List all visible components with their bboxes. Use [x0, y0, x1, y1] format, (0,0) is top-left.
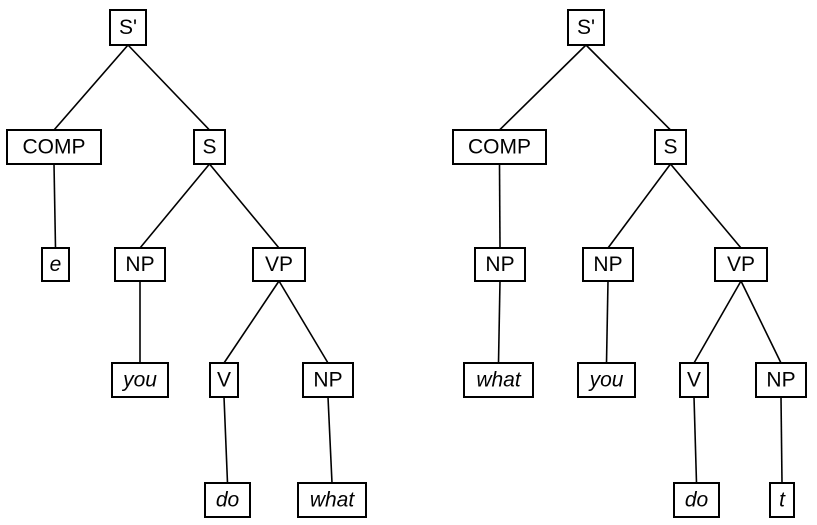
node-box: [41, 247, 70, 282]
tree-edge: [693, 396, 698, 484]
tree-edge: [693, 280, 742, 364]
tree-node[interactable]: COMP: [6, 129, 102, 165]
tree-edge: [127, 44, 211, 131]
tree-node[interactable]: S': [109, 9, 147, 46]
node-box: [567, 9, 605, 46]
node-label: e: [50, 253, 62, 276]
tree-edge: [669, 163, 742, 249]
node-label: NP: [766, 369, 795, 392]
node-box: [297, 482, 367, 518]
node-box: [6, 129, 102, 165]
node-label: you: [588, 369, 624, 392]
node-label: S': [577, 16, 595, 39]
tree-node[interactable]: V: [679, 362, 709, 398]
node-box: [577, 362, 636, 398]
node-label: COMP: [23, 136, 86, 159]
tree-node[interactable]: what: [297, 482, 367, 518]
node-box: [204, 482, 251, 518]
node-box: [679, 362, 709, 398]
node-label: t: [779, 489, 786, 512]
tree-node[interactable]: V: [209, 362, 239, 398]
tree-node[interactable]: S': [567, 9, 605, 46]
tree-node[interactable]: t: [769, 482, 795, 518]
edges-group: [53, 44, 783, 484]
node-box: [654, 129, 687, 165]
tree-node[interactable]: NP: [474, 247, 526, 282]
tree-edge: [53, 163, 57, 249]
node-label: V: [687, 369, 701, 392]
node-box: [109, 9, 147, 46]
node-label: VP: [265, 253, 293, 276]
node-label: NP: [485, 253, 514, 276]
tree-edge: [327, 396, 333, 484]
node-label: NP: [313, 369, 342, 392]
node-box: [769, 482, 795, 518]
tree-node[interactable]: COMP: [452, 129, 547, 165]
node-label: S: [202, 136, 216, 159]
node-box: [463, 362, 534, 398]
node-box: [114, 247, 166, 282]
tree-node[interactable]: NP: [114, 247, 166, 282]
node-box: [302, 362, 354, 398]
tree-node[interactable]: do: [204, 482, 251, 518]
tree-edge: [740, 280, 782, 364]
node-box: [452, 129, 547, 165]
tree-node[interactable]: do: [673, 482, 720, 518]
tree-node[interactable]: what: [463, 362, 534, 398]
node-box: [714, 247, 768, 282]
tree-edge: [585, 44, 672, 131]
node-box: [474, 247, 526, 282]
node-label: VP: [727, 253, 755, 276]
node-label: NP: [125, 253, 154, 276]
tree-node[interactable]: S: [193, 129, 226, 165]
tree-node[interactable]: VP: [714, 247, 768, 282]
node-box: [193, 129, 226, 165]
tree-edge: [223, 280, 280, 364]
tree-edge: [780, 396, 783, 484]
node-box: [252, 247, 306, 282]
tree-node[interactable]: S: [654, 129, 687, 165]
node-label: S': [119, 16, 137, 39]
node-label: what: [476, 369, 522, 392]
node-box: [582, 247, 634, 282]
tree-edge: [223, 396, 229, 484]
node-box: [111, 362, 169, 398]
tree-node[interactable]: e: [41, 247, 70, 282]
node-box: [755, 362, 807, 398]
node-label: you: [121, 369, 157, 392]
node-label: do: [685, 489, 709, 512]
tree-edge: [498, 44, 587, 131]
tree-edge: [497, 280, 501, 364]
tree-node[interactable]: NP: [582, 247, 634, 282]
tree-node[interactable]: you: [111, 362, 169, 398]
tree-node[interactable]: you: [577, 362, 636, 398]
node-box: [209, 362, 239, 398]
node-label: NP: [593, 253, 622, 276]
tree-edge: [607, 163, 672, 249]
tree-edge: [53, 44, 129, 131]
node-label: S: [663, 136, 677, 159]
node-label: COMP: [468, 136, 531, 159]
tree-edge: [139, 163, 211, 249]
tree-edge: [208, 163, 280, 249]
tree-node[interactable]: NP: [755, 362, 807, 398]
tree-node[interactable]: NP: [302, 362, 354, 398]
node-box: [673, 482, 720, 518]
tree-edge: [498, 163, 501, 249]
node-label: V: [217, 369, 231, 392]
tree-node[interactable]: VP: [252, 247, 306, 282]
node-label: what: [310, 489, 356, 512]
node-label: do: [216, 489, 240, 512]
tree-edge: [605, 280, 609, 364]
tree-edge: [278, 280, 329, 364]
